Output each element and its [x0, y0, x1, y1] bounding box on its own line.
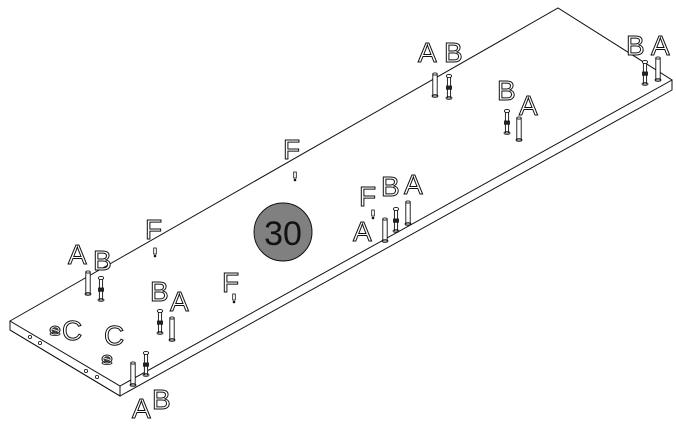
dowel-a-bottom	[129, 361, 137, 387]
panel-bottom-line	[9, 329, 121, 397]
step-number: 30	[264, 215, 302, 253]
panel-right-edge	[119, 80, 673, 397]
pin-f-top	[293, 171, 297, 182]
label-b-center: B	[381, 171, 400, 202]
label-f-center: F	[359, 181, 376, 212]
pin-f-left	[153, 247, 157, 258]
dowel-a-left-low	[168, 316, 176, 342]
cam-lock-c-front-1	[49, 325, 61, 336]
dowel-a-top-right	[654, 56, 662, 82]
dowel-a-right-middle	[515, 116, 523, 142]
cam-lock-c-front-2	[101, 354, 113, 365]
label-a-right-middle: A	[519, 90, 538, 121]
label-a-top-right: A	[651, 30, 670, 61]
dowel-a-center-right	[404, 200, 412, 226]
dowel-a-center	[381, 217, 389, 243]
label-c-front-2: C	[104, 320, 124, 351]
label-b-right-middle: B	[497, 75, 516, 106]
label-f-left: F	[145, 214, 162, 245]
label-b-left-low: B	[150, 276, 169, 307]
dowel-a-top	[431, 72, 439, 98]
dowel-a-left	[84, 270, 92, 296]
cam-bolt-b-right-middle	[503, 108, 511, 135]
label-f-center-low: F	[222, 267, 239, 298]
label-f-top: F	[283, 134, 300, 165]
label-a-center: A	[353, 216, 372, 247]
label-a-bottom: A	[132, 393, 151, 424]
label-b-bottom: B	[152, 384, 171, 415]
cam-bolt-b-bottom	[142, 350, 150, 377]
label-a-center-right: A	[404, 169, 423, 200]
panel-board	[9, 7, 673, 397]
edge-holes	[27, 334, 100, 379]
label-a-left: A	[68, 239, 87, 270]
step-badge: 30	[253, 202, 313, 262]
label-b-top: B	[444, 37, 463, 68]
hardware-labels: A B B A B A F F B A A F A B F B A C C A …	[62, 30, 671, 424]
cam-bolt-b-left	[97, 275, 105, 302]
cam-bolt-b-left-low	[156, 308, 164, 335]
cam-bolt-b-center	[392, 206, 400, 233]
label-a-left-low: A	[170, 286, 189, 317]
label-b-top-right: B	[626, 30, 645, 61]
label-a-top: A	[418, 37, 437, 68]
label-b-left: B	[93, 245, 112, 276]
label-c-front-1: C	[62, 315, 82, 346]
pin-f-center-low	[232, 293, 236, 304]
hardware-parts	[49, 56, 662, 387]
cam-bolt-b-top	[445, 73, 453, 100]
cam-bolt-b-top-right	[641, 59, 649, 86]
pin-f-center	[371, 209, 375, 220]
